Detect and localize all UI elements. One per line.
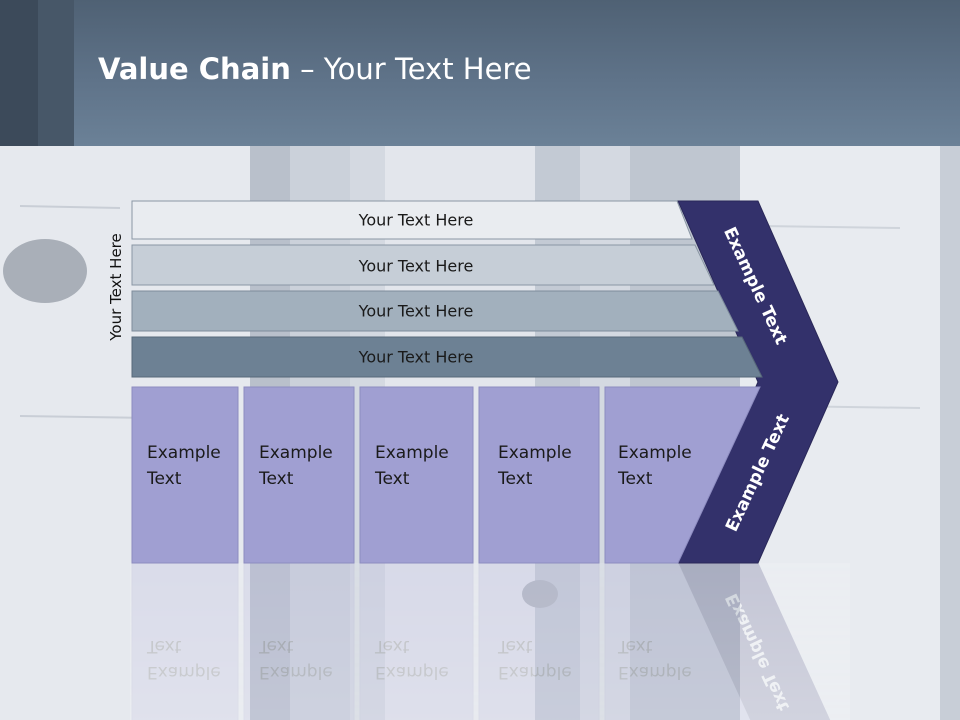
primary-activity-label-line1: Example — [618, 443, 692, 463]
slide-title: Value Chain – Your Text Here — [98, 52, 532, 86]
primary-activity-box — [478, 386, 600, 564]
primary-activity-box — [359, 386, 474, 564]
support-activities-vertical-label: Your Text Here — [107, 233, 125, 341]
title-bar-accent — [38, 0, 74, 146]
primary-activity-label-line2: Text — [374, 469, 410, 489]
primary-activity-label-line2: Text — [146, 469, 182, 489]
title-bold: Value Chain — [98, 52, 291, 86]
support-row-label: Your Text Here — [358, 257, 474, 276]
primary-activity-box — [131, 386, 239, 564]
primary-activity-label-line1: Example — [375, 443, 449, 463]
primary-activity-box — [243, 386, 355, 564]
diagram-reflection: Example Text Example Text Example Text E… — [130, 561, 850, 720]
primary-activity-label-line1: Example — [498, 443, 572, 463]
primary-activity-label-line1: Example — [259, 443, 333, 463]
support-row-bar — [131, 290, 739, 332]
support-row-bar — [131, 336, 763, 378]
support-row-label: Your Text Here — [358, 211, 474, 230]
primary-activity-label-line1: Example — [147, 443, 221, 463]
support-row-bar — [131, 244, 715, 286]
primary-activity-label-line2: Text — [617, 469, 653, 489]
support-row-label: Your Text Here — [358, 302, 474, 321]
support-row-label: Your Text Here — [358, 348, 474, 367]
title-rest: – Your Text Here — [290, 52, 532, 86]
support-row-bar — [131, 200, 693, 240]
primary-activity-label-line2: Text — [497, 469, 533, 489]
title-bar-accent-dark — [0, 0, 38, 146]
primary-activity-label-line2: Text — [258, 469, 294, 489]
title-bar: Value Chain – Your Text Here — [0, 0, 960, 146]
primary-activity-box — [604, 386, 761, 564]
